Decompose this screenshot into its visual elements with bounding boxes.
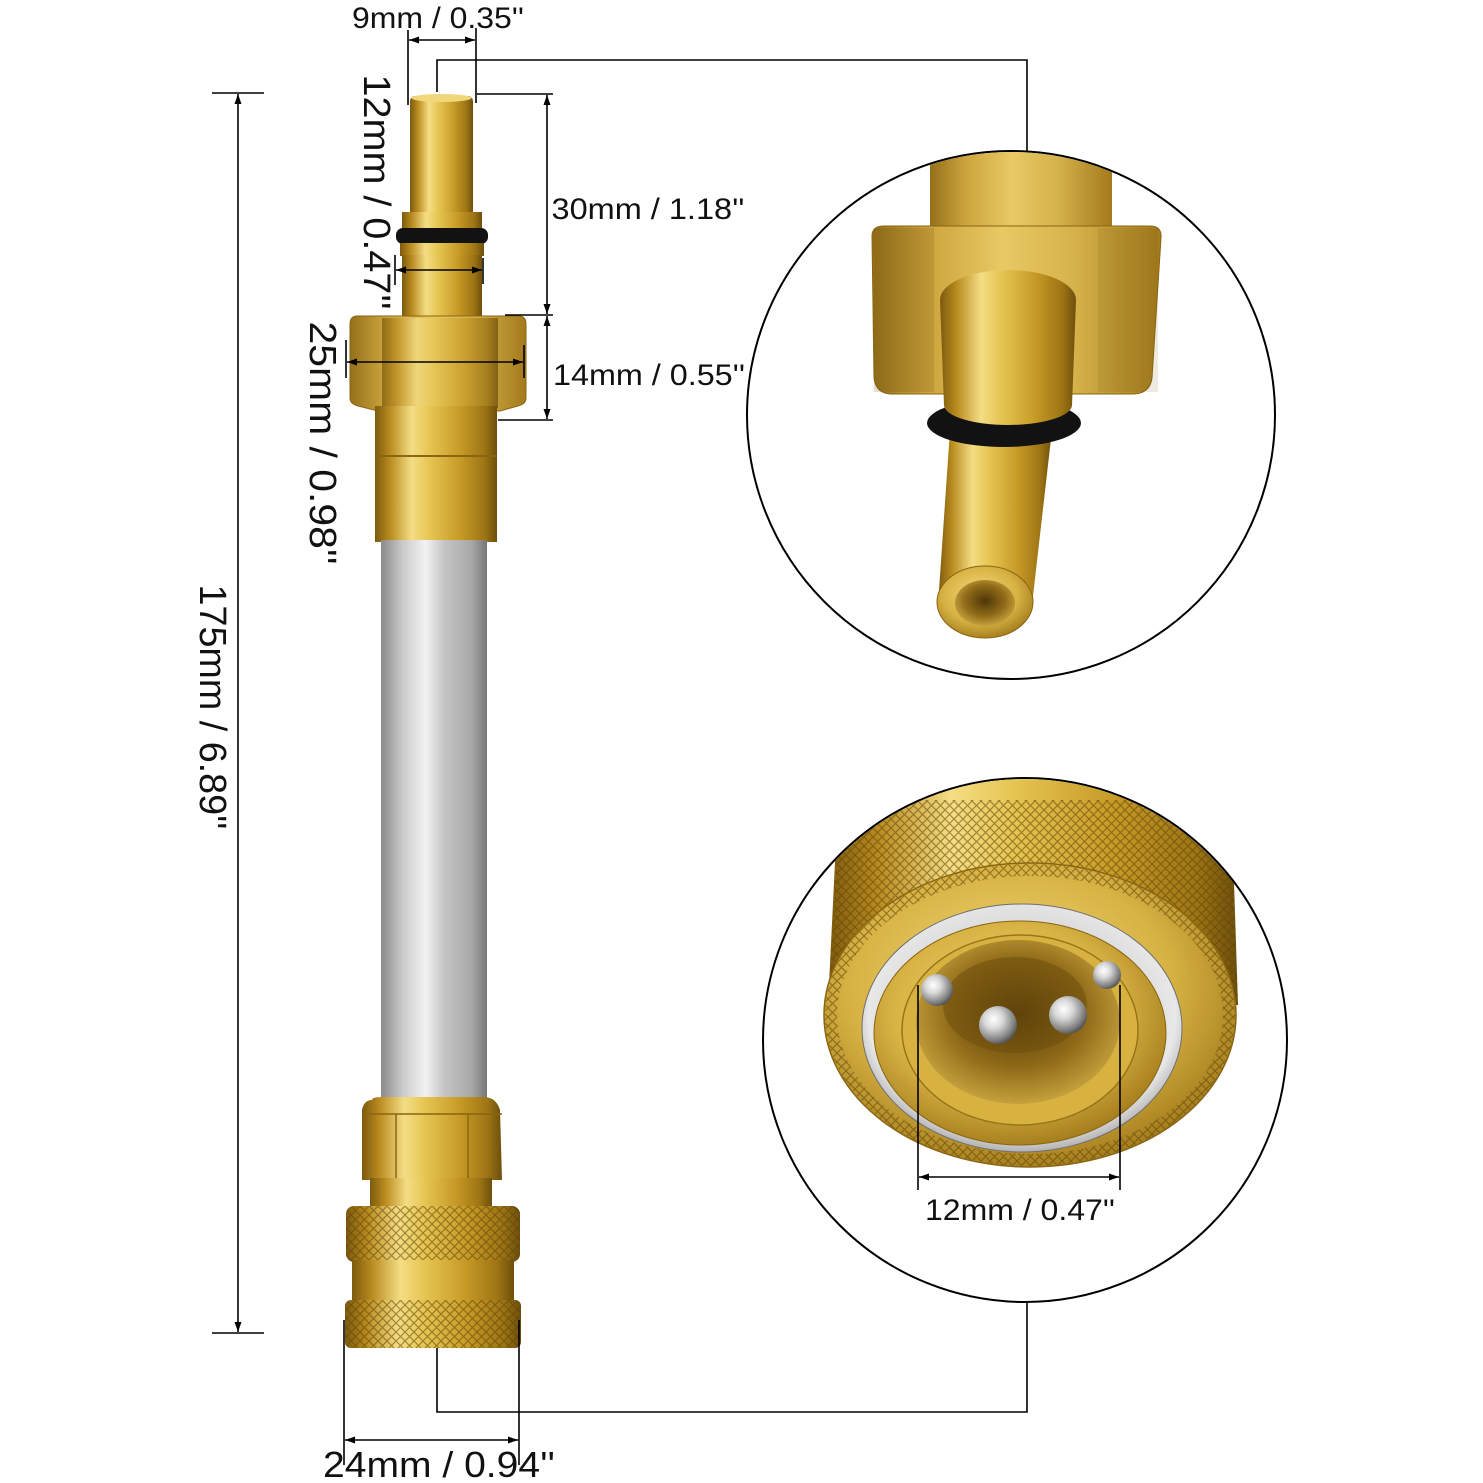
detail-neck [940, 300, 1076, 425]
coupler-outer-diameter-label: 24mm / 0.94'' [323, 1444, 555, 1483]
stainless-tube [381, 540, 487, 1108]
detail-lock-ball-4 [1093, 961, 1121, 989]
oring-groove [400, 243, 484, 256]
detail-flange-left-face [874, 228, 934, 392]
flange-front-face [382, 318, 498, 408]
detail-lock-ball-1 [921, 974, 953, 1006]
dimension-lines [212, 28, 1028, 1465]
coupler-knurl-upper-texture [346, 1206, 520, 1262]
detail-flange-right-face [1098, 228, 1158, 392]
coupler-detail-view [762, 777, 1288, 1303]
top-detail-leader [436, 59, 1028, 153]
dimension-labels: 9mm / 0.35'' 12mm / 0.47'' 30mm / 1.18''… [191, 2, 1115, 1483]
detail-lock-ball-3 [1049, 996, 1087, 1034]
coupler-knurl-lower-texture [345, 1300, 521, 1348]
nozzle-collar [402, 212, 482, 230]
total-length-label: 175mm / 6.89'' [191, 585, 233, 830]
coupler-smooth-band [352, 1260, 514, 1304]
sleeve [375, 406, 497, 542]
tip-length-label: 30mm / 1.18'' [552, 193, 745, 226]
detail-nozzle-bore [955, 580, 1015, 626]
nozzle-tip [410, 96, 473, 218]
hex-nut [362, 1097, 502, 1180]
bottom-detail-leader [436, 1300, 1028, 1413]
tip-diameter-label: 9mm / 0.35'' [352, 2, 524, 35]
detail-coupler-knurl-rim [825, 864, 1235, 1166]
nozzle-body [402, 255, 482, 321]
coupler-inner-diameter-label: 12mm / 0.47'' [925, 1194, 1115, 1227]
nozzle-detail-view [746, 150, 1276, 680]
flange-height-label: 14mm / 0.55'' [553, 359, 745, 392]
detail-bore-depth [943, 957, 1087, 1053]
oring-diameter-label: 12mm / 0.47'' [355, 75, 397, 310]
nozzle-tip-end [411, 94, 472, 102]
flange-width-label: 25mm / 0.98'' [301, 322, 343, 565]
detail-nozzle [938, 430, 1052, 605]
detail-lock-ball-2 [979, 1006, 1017, 1044]
oring [396, 228, 488, 244]
